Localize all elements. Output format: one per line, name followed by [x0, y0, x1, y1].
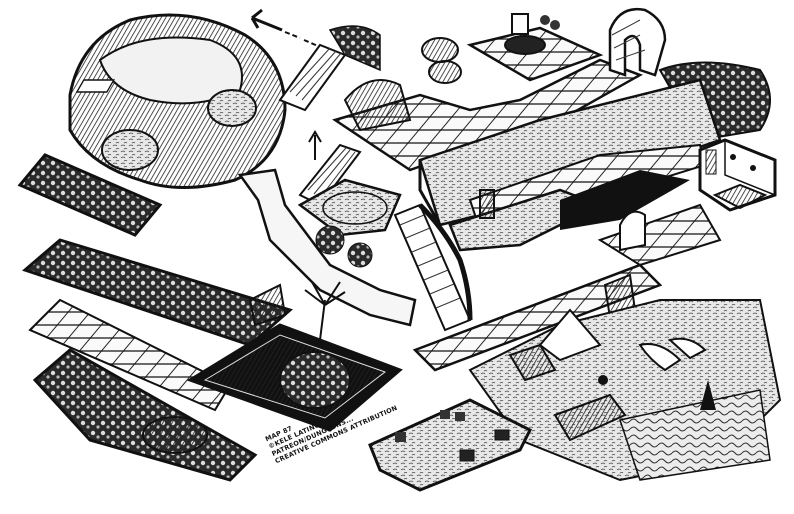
barrel-icon — [428, 60, 462, 84]
shrine-room — [698, 138, 777, 212]
chest-icon — [459, 449, 475, 462]
winding-path — [237, 168, 417, 327]
dock-icon — [553, 393, 627, 442]
long-stairs — [393, 203, 473, 332]
cliff-hut-cave — [68, 13, 287, 189]
campfire-icon — [598, 375, 608, 385]
stone-stairs — [298, 130, 362, 207]
rowboat-icon — [667, 337, 707, 360]
merchant-platform — [368, 398, 533, 492]
door-icon — [248, 283, 287, 327]
crate-icon — [455, 412, 465, 421]
rowboat-icon — [638, 343, 682, 372]
door-icon — [479, 189, 495, 219]
paved-circle-plaza — [297, 178, 402, 268]
chest-icon — [494, 429, 510, 441]
crate-icon — [440, 410, 450, 419]
barrel-icon — [421, 37, 459, 63]
tent-icon — [538, 308, 602, 362]
door-icon — [705, 149, 717, 175]
stairs-up-arrow-icon — [308, 130, 322, 160]
upper-stairs — [278, 25, 381, 112]
garden-terraces — [17, 153, 294, 482]
altar-icon — [712, 183, 768, 210]
well-icon — [504, 35, 546, 55]
palm-tree-icon — [304, 281, 346, 341]
sunken-garden-pit — [186, 281, 403, 432]
crate-icon — [395, 432, 406, 442]
torch-icon — [730, 154, 736, 160]
tent-icon — [508, 343, 557, 382]
exit-arrow-northwest-icon — [250, 8, 319, 47]
beach-camp — [468, 299, 782, 482]
torch-icon — [750, 165, 756, 171]
well-courtyard — [421, 13, 604, 84]
rock-spire-icon — [700, 380, 716, 410]
sunken-flooded-halls — [418, 78, 722, 267]
